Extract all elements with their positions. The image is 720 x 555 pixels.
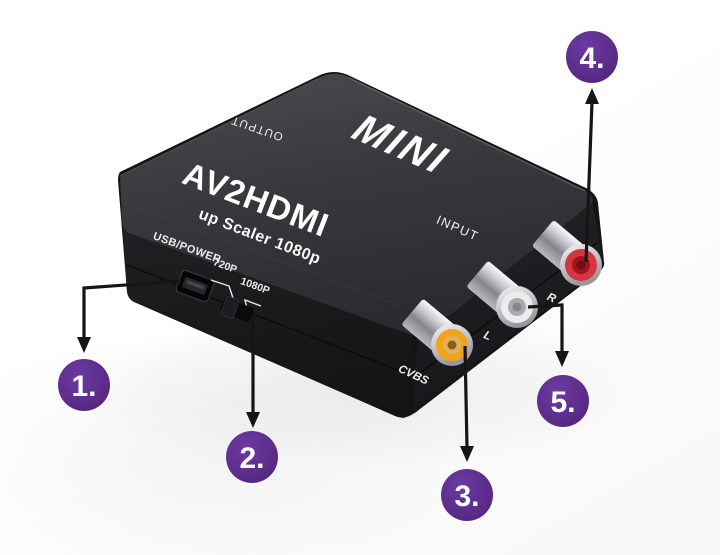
callout-arrowheads (77, 88, 599, 462)
arrow-line-4 (584, 101, 594, 263)
audio-left-connector (467, 261, 538, 328)
callout-number-3: 3. (454, 480, 479, 513)
callout-number-1: 1. (71, 370, 96, 403)
callout-badge-1: 1. (58, 359, 110, 411)
callout-badges: 1. 2. 3. 4. 5. (58, 31, 618, 521)
bracket-720p (210, 279, 234, 299)
audio-right-connector (532, 221, 602, 286)
callout-number-5: 5. (550, 386, 575, 419)
arrowhead-4 (585, 88, 599, 104)
arrowhead-5 (555, 351, 569, 367)
callout-arrows (82, 101, 594, 449)
callout-number-2: 2. (239, 442, 264, 475)
arrow-line-1 (82, 279, 182, 339)
callout-number-4: 4. (579, 42, 604, 75)
edge-highlight-left (119, 78, 319, 177)
arrowhead-1 (77, 337, 91, 353)
cvbs-connector (402, 299, 473, 366)
rca-connectors: CVBS L R (396, 221, 602, 388)
edge-highlight (348, 77, 586, 192)
arrowhead-2 (246, 412, 260, 428)
resolution-switch (220, 295, 254, 322)
arrow-line-5 (527, 303, 564, 353)
callout-badge-5: 5. (537, 375, 589, 427)
audio-left-label: L (482, 329, 493, 343)
arrow-line-3 (463, 345, 469, 449)
device-top-face (120, 73, 593, 337)
arrowhead-3 (460, 446, 474, 462)
bevel-crease (121, 201, 401, 307)
callout-badge-4: 4. (566, 31, 618, 83)
callout-badge-2: 2. (226, 431, 278, 483)
callout-badge-3: 3. (441, 469, 493, 521)
usb-power-port (175, 270, 215, 302)
